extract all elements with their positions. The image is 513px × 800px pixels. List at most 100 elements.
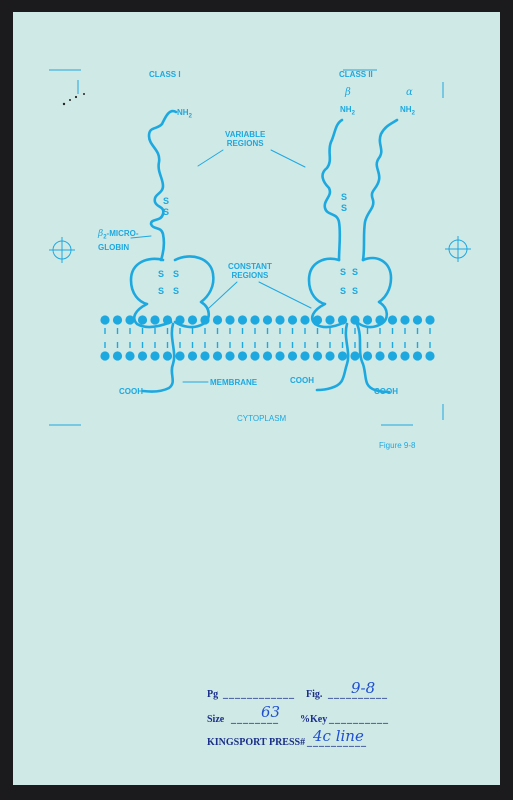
key-label: %Key: [300, 714, 328, 725]
lipid-head: [412, 315, 423, 325]
s-class2-const-1b: S: [352, 267, 359, 277]
lipid-head: [275, 315, 285, 325]
class2-constant-domain-right: [355, 256, 393, 329]
lipid-head: [125, 351, 135, 361]
lipid-head: [225, 315, 235, 325]
lipid-head: [212, 351, 223, 361]
s-class2-const-2b: S: [352, 286, 359, 296]
lipid-head: [262, 315, 273, 325]
s-class1-const-1b: S: [173, 269, 180, 279]
pg-label: Pg: [207, 689, 219, 700]
lipid-head: [200, 351, 210, 361]
label-beta: β: [345, 87, 351, 98]
lipid-head: [400, 315, 410, 325]
class1-constant-domain-left: [129, 257, 173, 329]
press-value: 4c line: [313, 727, 364, 745]
press-label: KINGSPORT PRESS#: [207, 737, 306, 748]
lipid-head: [150, 351, 160, 361]
lipid-head: [150, 315, 160, 325]
label-variable-regions: VARIABLE REGIONS: [225, 130, 266, 148]
lipid-head: [275, 351, 285, 361]
lipid-head: [362, 351, 373, 361]
s-class2-const-2a: S: [340, 286, 347, 296]
lipid-head: [287, 315, 298, 325]
figure-label: Figure 9-8: [379, 441, 416, 450]
lipid-head: [175, 351, 185, 361]
key-blank: __________: [329, 714, 389, 725]
lipid-head: [325, 315, 335, 325]
class2-beta-tail: [315, 322, 350, 392]
label-cooh-class2-beta: COOH: [290, 376, 314, 385]
membrane-bilayer: [100, 315, 435, 361]
lipid-head: [325, 351, 335, 361]
s-class1-const-1a: S: [158, 269, 165, 279]
lipid-head: [162, 351, 173, 361]
label-alpha: α: [406, 87, 413, 98]
lipid-head: [187, 315, 198, 325]
registration-marks: [49, 69, 444, 426]
fig-blank: __________: [328, 689, 388, 700]
size-label: Size: [207, 714, 225, 725]
label-cytoplasm: CYTOPLASM: [237, 414, 287, 423]
label-class-2: CLASS II: [339, 70, 373, 79]
lipid-head: [362, 315, 373, 325]
protein-chains: [129, 109, 399, 394]
lipid-head: [425, 351, 435, 361]
lipid-head: [187, 351, 198, 361]
lipid-head: [137, 315, 148, 325]
size-blank: ________: [231, 714, 279, 725]
label-constant-regions: CONSTANT REGIONS: [228, 262, 272, 280]
fig-label: Fig.: [306, 689, 323, 700]
fig-value: 9-8: [351, 679, 376, 697]
lipid-head: [337, 351, 348, 361]
label-class1-nh2: NH2: [177, 108, 192, 120]
s-class1-variable-1: S: [163, 196, 170, 206]
class2-beta-chain: [321, 118, 344, 262]
lipid-head: [237, 315, 248, 325]
label-cooh-class1: COOH: [119, 387, 143, 396]
class1-transmembrane-tail: [141, 322, 176, 393]
lipid-head: [250, 315, 260, 325]
press-blank: __________: [307, 737, 367, 748]
lipid-head: [100, 315, 110, 325]
lipid-head: [100, 351, 110, 361]
class2-alpha-chain: [361, 118, 399, 262]
lipid-head: [112, 315, 123, 325]
s-class1-variable-2: S: [163, 207, 170, 217]
label-class-1: CLASS I: [149, 70, 181, 79]
class1-heavy-chain: [147, 109, 178, 262]
crosshair-left-icon: [49, 237, 75, 263]
lipid-head: [225, 351, 235, 361]
paper-sheet: CLASS I CLASS II NH2 β α NH2 NH2 VARIABL…: [13, 12, 500, 785]
lipid-head: [287, 351, 298, 361]
lipid-head: [125, 315, 135, 325]
size-value: 63: [261, 703, 281, 721]
lipid-head: [300, 315, 310, 325]
lipid-head: [212, 315, 223, 325]
s-class2-variable-1: S: [341, 192, 348, 202]
class1-constant-domain-right: [173, 255, 215, 329]
s-class2-const-1a: S: [340, 267, 347, 277]
crosshair-right-icon: [445, 236, 471, 262]
lipid-head: [400, 351, 410, 361]
lipid-head: [312, 351, 323, 361]
lipid-head: [387, 351, 398, 361]
lipid-head: [425, 315, 435, 325]
pg-blank: ____________: [223, 689, 295, 700]
s-class2-variable-2: S: [341, 203, 348, 213]
lipid-head: [262, 351, 273, 361]
label-class2-alpha-nh2: NH2: [400, 105, 415, 117]
lipid-head: [387, 315, 398, 325]
lipid-head: [375, 351, 385, 361]
class2-alpha-tail: [355, 322, 391, 394]
label-class2-beta-nh2: NH2: [340, 105, 355, 117]
lipid-head: [137, 351, 148, 361]
lipid-head: [350, 351, 360, 361]
lipid-head: [300, 351, 310, 361]
s-class1-const-2a: S: [158, 286, 165, 296]
lipid-head: [412, 351, 423, 361]
lipid-head: [112, 351, 123, 361]
lipid-head: [250, 351, 260, 361]
lipid-head: [237, 351, 248, 361]
label-cooh-class2-alpha: COOH: [374, 387, 398, 396]
